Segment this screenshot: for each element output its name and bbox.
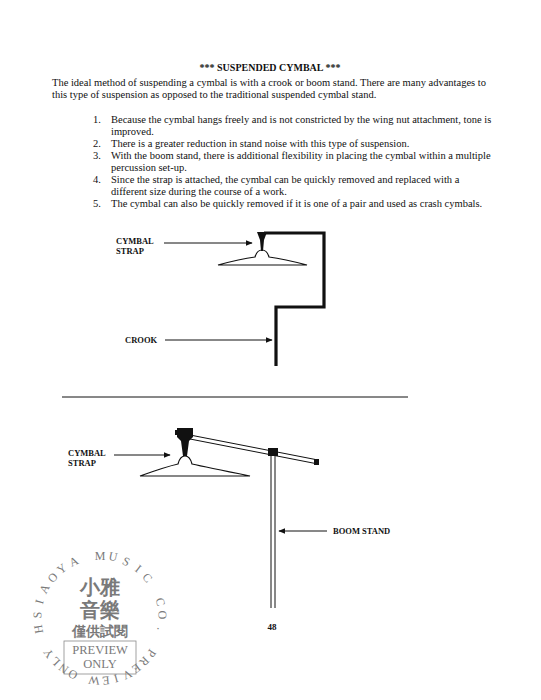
list-item: Since the strap is attached, the cymbal … <box>111 174 493 198</box>
watermark-letter: C <box>139 570 156 586</box>
divider-rule <box>62 397 408 398</box>
watermark-letter: C <box>152 596 169 608</box>
boom-end <box>314 459 319 465</box>
cymbal <box>218 250 307 265</box>
watermark-letter: H <box>31 623 47 634</box>
watermark-letter <box>80 670 87 685</box>
crook-diagram <box>164 232 324 366</box>
part-label: CROOK <box>125 335 157 345</box>
boom-arm <box>190 439 318 464</box>
watermark-ring-text: HSIAOYA MUSIC CO. <box>26 544 174 692</box>
list-number: 2. <box>93 138 101 150</box>
list-item: The cymbal can also be quickly removed i… <box>111 198 493 210</box>
watermark-ring-text: PREVIEW ONLY <box>26 544 174 692</box>
watermark-letter: A <box>36 582 53 597</box>
cymbal-strap <box>257 232 267 251</box>
intro-paragraph: The ideal method of suspending a cymbal … <box>52 77 494 101</box>
watermark-letter: U <box>108 549 120 566</box>
watermark-text: 僅供試閱 <box>72 623 128 639</box>
watermark-letter: I <box>32 598 48 606</box>
watermark-letter: O <box>154 611 169 620</box>
watermark-letter: W <box>88 672 101 688</box>
crook <box>264 233 324 366</box>
part-label: CYMBAL STRAP <box>116 236 153 256</box>
list-item: There is a greater reduction in stand no… <box>111 138 493 150</box>
cymbal <box>140 456 250 476</box>
watermark-letter: M <box>95 549 106 564</box>
leader-line <box>165 340 272 341</box>
list-item: Because the cymbal hangs freely and is n… <box>111 114 493 138</box>
leader-line <box>279 531 327 532</box>
boom-stand <box>275 455 276 608</box>
boom-stand <box>271 455 272 608</box>
leader-line <box>164 243 252 244</box>
watermark-text: 音樂 <box>80 599 120 622</box>
watermark-letter <box>148 585 163 595</box>
list-item: With the boom stand, there is additional… <box>111 150 493 174</box>
leader-line <box>114 455 170 456</box>
watermark-letter: E <box>101 672 110 688</box>
part-label: CYMBAL STRAP <box>68 448 105 468</box>
boom-clamp <box>268 448 278 456</box>
part-label: BOOM STAND <box>333 526 390 536</box>
cymbal-strap <box>175 430 179 435</box>
page-number: 48 <box>268 622 277 632</box>
boom-diagram <box>114 428 327 608</box>
watermark-text: PREVIEW ONLY <box>72 643 127 671</box>
watermark-letter: I <box>132 562 144 576</box>
page-title: *** SUSPENDED CYMBAL *** <box>200 62 341 73</box>
list-number: 5. <box>93 198 101 210</box>
list-number: 4. <box>93 174 101 186</box>
watermark-letter: A <box>67 553 81 570</box>
watermark-letter: S <box>120 554 132 570</box>
watermark-letter: . <box>153 626 168 632</box>
watermark-letter <box>83 550 89 565</box>
watermark-text: 小雅 <box>80 576 120 599</box>
watermark-letter: I <box>112 670 120 686</box>
cymbal-strap <box>177 428 193 456</box>
list-number: 1. <box>93 114 101 126</box>
watermark-letter: S <box>30 612 45 619</box>
boom-arm <box>190 435 318 460</box>
list-number: 3. <box>93 150 101 162</box>
